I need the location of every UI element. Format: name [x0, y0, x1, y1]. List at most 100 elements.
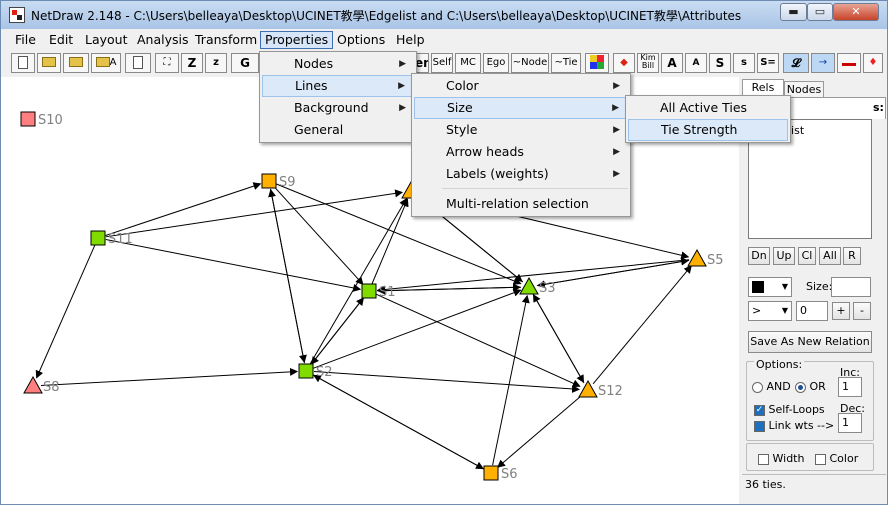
- curve-lines-button[interactable]: 𝓛: [783, 53, 809, 73]
- tie-S11-S4[interactable]: [105, 189, 404, 238]
- node-s11[interactable]: [90, 230, 106, 246]
- and-option[interactable]: AND: [752, 380, 791, 393]
- tab-rels[interactable]: Rels: [742, 79, 784, 98]
- select-all-button[interactable]: All: [819, 247, 841, 265]
- move-up-button[interactable]: Up: [773, 247, 795, 265]
- move-down-button[interactable]: Dn: [748, 247, 770, 265]
- menu-help[interactable]: Help: [396, 32, 425, 47]
- self-loops-option[interactable]: ✓ Self-Loops: [754, 403, 825, 416]
- arrow-style-combo[interactable]: > ▼: [748, 301, 792, 321]
- tie-S2-S3[interactable]: [313, 288, 522, 369]
- menu-item-style[interactable]: Style▶: [414, 119, 628, 141]
- clear-button[interactable]: Cl: [798, 247, 816, 265]
- menu-item-nodes[interactable]: Nodes▶: [262, 53, 414, 75]
- color-option[interactable]: Color: [815, 452, 858, 465]
- tie-S2-S1[interactable]: [310, 297, 365, 366]
- menu-item-multi-relation-selection[interactable]: Multi-relation selection: [414, 193, 628, 215]
- node-s2[interactable]: [298, 363, 314, 379]
- node-s1[interactable]: [361, 283, 377, 299]
- tie-S11-S8[interactable]: [35, 245, 96, 379]
- line-weights-button[interactable]: [837, 53, 861, 73]
- tie-S2-S12[interactable]: [313, 371, 581, 393]
- pin-button[interactable]: ♦: [863, 53, 883, 73]
- link-wts-checkbox[interactable]: [754, 420, 765, 432]
- save-as-new-relation-button[interactable]: Save As New Relation: [748, 331, 872, 353]
- open-folder-button[interactable]: [63, 53, 89, 73]
- tie-S11-S1[interactable]: [105, 239, 362, 292]
- not-tie-button[interactable]: ~Tie: [551, 53, 581, 73]
- tie-S1-S4[interactable]: [371, 198, 409, 284]
- reverse-button[interactable]: R: [843, 247, 861, 265]
- shape-button[interactable]: ◆: [613, 53, 635, 73]
- size-smaller-button[interactable]: s: [733, 53, 755, 73]
- tie-S6-S2[interactable]: [313, 374, 485, 470]
- width-option[interactable]: Width: [758, 452, 804, 465]
- tie-S9-S1[interactable]: [274, 186, 364, 286]
- tie-S8-S2[interactable]: [40, 367, 299, 387]
- or-radio[interactable]: [795, 381, 806, 393]
- or-option[interactable]: OR: [795, 380, 826, 393]
- node-s5[interactable]: [687, 248, 707, 267]
- node-s12[interactable]: [578, 379, 598, 398]
- color-palette-button[interactable]: [585, 53, 609, 73]
- node-s8[interactable]: [23, 375, 43, 394]
- self-loops-checkbox[interactable]: ✓: [754, 404, 765, 416]
- tie-S3-S1[interactable]: [376, 286, 522, 295]
- tie-S5-S1[interactable]: [376, 259, 690, 294]
- save-image-button[interactable]: [125, 53, 151, 73]
- mc-button[interactable]: MC: [455, 53, 481, 73]
- open-network-button[interactable]: [37, 53, 61, 73]
- tie-S11-S9[interactable]: [105, 182, 262, 236]
- menu-item-size[interactable]: Size▶: [414, 97, 628, 119]
- font-larger-button[interactable]: A: [661, 53, 683, 73]
- zoom-out-button[interactable]: z: [205, 53, 227, 73]
- node-s10[interactable]: [20, 111, 36, 127]
- menu-item-labels-weights[interactable]: Labels (weights)▶: [414, 163, 628, 185]
- line-color-combo[interactable]: ▼: [748, 277, 792, 297]
- width-checkbox[interactable]: [758, 453, 769, 465]
- zoom-in-button[interactable]: Z: [181, 53, 203, 73]
- and-radio[interactable]: [752, 381, 763, 393]
- tie-S12-S6[interactable]: [497, 394, 583, 468]
- menu-item-arrow-heads[interactable]: Arrow heads▶: [414, 141, 628, 163]
- node-s9[interactable]: [261, 173, 277, 189]
- menu-item-all-active-ties[interactable]: All Active Ties: [628, 97, 788, 119]
- tie-S2-S4[interactable]: [309, 197, 407, 365]
- increment-button[interactable]: +: [832, 302, 850, 320]
- menu-item-color[interactable]: Color▶: [414, 75, 628, 97]
- goto-button[interactable]: G: [231, 53, 259, 73]
- menu-item-general[interactable]: General: [262, 119, 414, 141]
- open-attributes-button[interactable]: A: [91, 53, 121, 73]
- link-wts-option[interactable]: Link wts -->: [754, 419, 834, 432]
- menu-analysis[interactable]: Analysis: [137, 32, 189, 47]
- menu-item-lines[interactable]: Lines▶: [262, 75, 414, 97]
- menu-options[interactable]: Options: [337, 32, 386, 47]
- title-bar[interactable]: NetDraw 2.148 - C:\Users\belleaya\Deskto…: [1, 1, 887, 29]
- menu-item-tie-strength[interactable]: Tie Strength: [628, 119, 788, 141]
- font-smaller-button[interactable]: A: [685, 53, 707, 73]
- minimize-button[interactable]: ▬: [780, 3, 807, 21]
- size-larger-button[interactable]: S: [709, 53, 731, 73]
- close-button[interactable]: ✕: [833, 3, 879, 21]
- self-loops-button[interactable]: Self: [431, 53, 453, 73]
- menu-layout[interactable]: Layout: [85, 32, 128, 47]
- weight-field[interactable]: 0: [796, 301, 828, 321]
- size-field[interactable]: [831, 277, 871, 297]
- tie-S12-S3[interactable]: [532, 293, 585, 384]
- menu-file[interactable]: File: [15, 32, 36, 47]
- en-button[interactable]: en: [415, 53, 429, 73]
- new-file-button[interactable]: [11, 53, 35, 73]
- menu-edit[interactable]: Edit: [49, 32, 74, 47]
- dec-field[interactable]: 1: [838, 413, 862, 433]
- node-s3[interactable]: [519, 276, 539, 295]
- tie-S2-S9[interactable]: [268, 188, 305, 364]
- menu-item-background[interactable]: Background▶: [262, 97, 414, 119]
- tie-S5-S3[interactable]: [536, 259, 690, 289]
- not-node-button[interactable]: ~Node: [511, 53, 549, 73]
- tie-S6-S3[interactable]: [492, 294, 530, 466]
- tie-S12-S5[interactable]: [592, 265, 692, 385]
- inc-field[interactable]: 1: [838, 377, 862, 397]
- menu-properties[interactable]: Properties: [260, 31, 334, 49]
